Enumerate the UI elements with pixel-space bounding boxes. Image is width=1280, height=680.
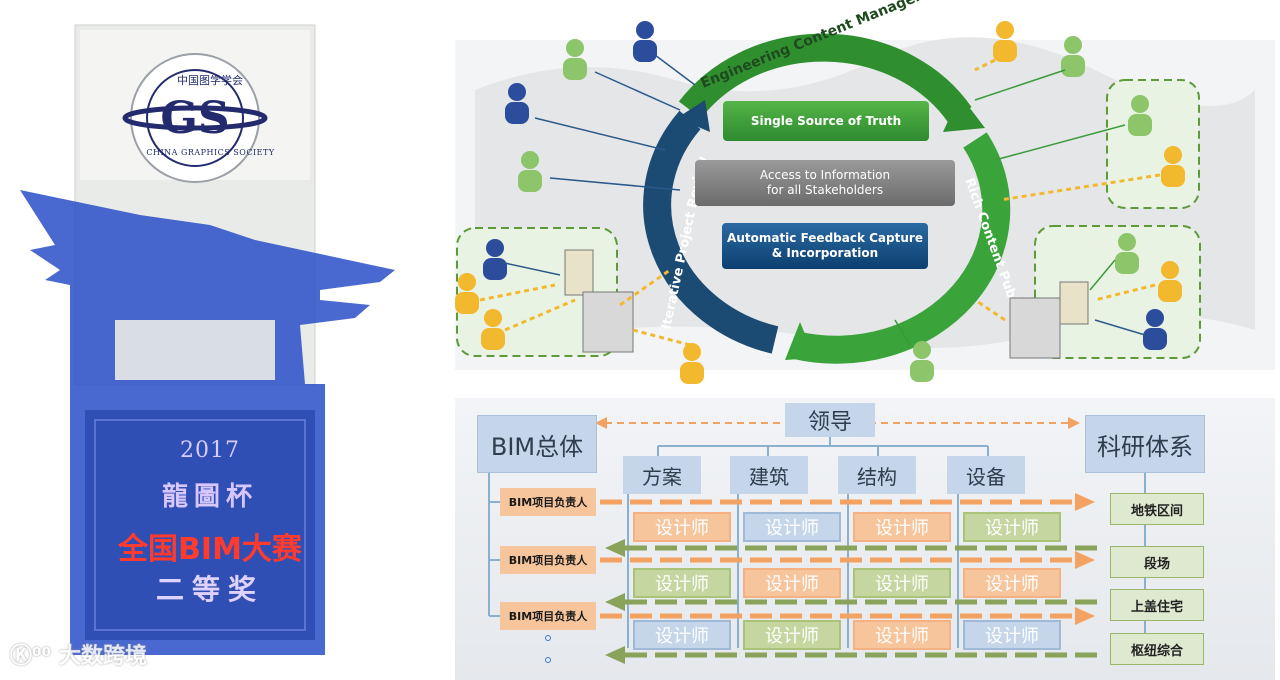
watermark-logo-icon: Ⓚ⁰⁰ <box>10 644 59 669</box>
trophy-name: 龍圖杯 <box>161 482 258 512</box>
dept-box: 结构 <box>838 456 916 494</box>
trophy-year: 2017 <box>180 438 240 463</box>
trophy-org-cn: 中国图学学会 <box>177 74 243 87</box>
research-item: 段场 <box>1110 546 1204 578</box>
watermark-text: 大数跨境 <box>58 644 147 669</box>
trophy-org-en: CHINA GRAPHICS SOCIETY <box>146 148 275 157</box>
designer-box: 设计师 <box>743 568 841 598</box>
designer-box: 设计师 <box>853 568 951 598</box>
designer-box: 设计师 <box>633 568 731 598</box>
designer-box: 设计师 <box>743 512 841 542</box>
svg-text:GS: GS <box>160 93 229 144</box>
bim-org-chart: 领导 BIM总体 科研体系 方案 建筑 结构 设备 BIM项目负责人 BIM项目… <box>455 398 1275 680</box>
trophy-graphic: GS <box>20 24 395 655</box>
dept-box: 设备 <box>947 456 1025 494</box>
leader-box: 领导 <box>785 403 875 437</box>
research-item: 地铁区间 <box>1110 493 1204 525</box>
research-item: 枢纽综合 <box>1110 633 1204 665</box>
designer-box: 设计师 <box>963 512 1061 542</box>
single-source-pill: Single Source of Truth <box>723 101 929 141</box>
designer-box: 设计师 <box>633 620 731 650</box>
trophy-competition: 全国BIM大赛 <box>118 532 302 567</box>
dept-box: 方案 <box>623 456 701 494</box>
org-chart-lines <box>488 417 1146 664</box>
research-item: 上盖住宅 <box>1110 589 1204 621</box>
designer-box: 设计师 <box>633 512 731 542</box>
designer-box: 设计师 <box>963 620 1061 650</box>
watermark: Ⓚ⁰⁰ 大数跨境 <box>10 638 210 674</box>
project-lead-box: BIM项目负责人 <box>500 488 596 516</box>
designer-box: 设计师 <box>853 512 951 542</box>
dept-box: 建筑 <box>730 456 808 494</box>
trophy-photo: GS 中国图学学会 CHINA GRAPHICS SOCIETY 2017 龍圖… <box>0 0 420 680</box>
bim-overall-box: BIM总体 <box>477 415 597 473</box>
designer-box: 设计师 <box>963 568 1061 598</box>
project-lead-box: BIM项目负责人 <box>500 602 596 630</box>
research-system-box: 科研体系 <box>1085 415 1205 473</box>
designer-box: 设计师 <box>853 620 951 650</box>
trophy-prize: 二等奖 <box>155 573 264 606</box>
project-lead-box: BIM项目负责人 <box>500 546 596 574</box>
feedback-capture-pill: Automatic Feedback Capture& Incorporatio… <box>722 223 928 269</box>
designer-box: 设计师 <box>743 620 841 650</box>
